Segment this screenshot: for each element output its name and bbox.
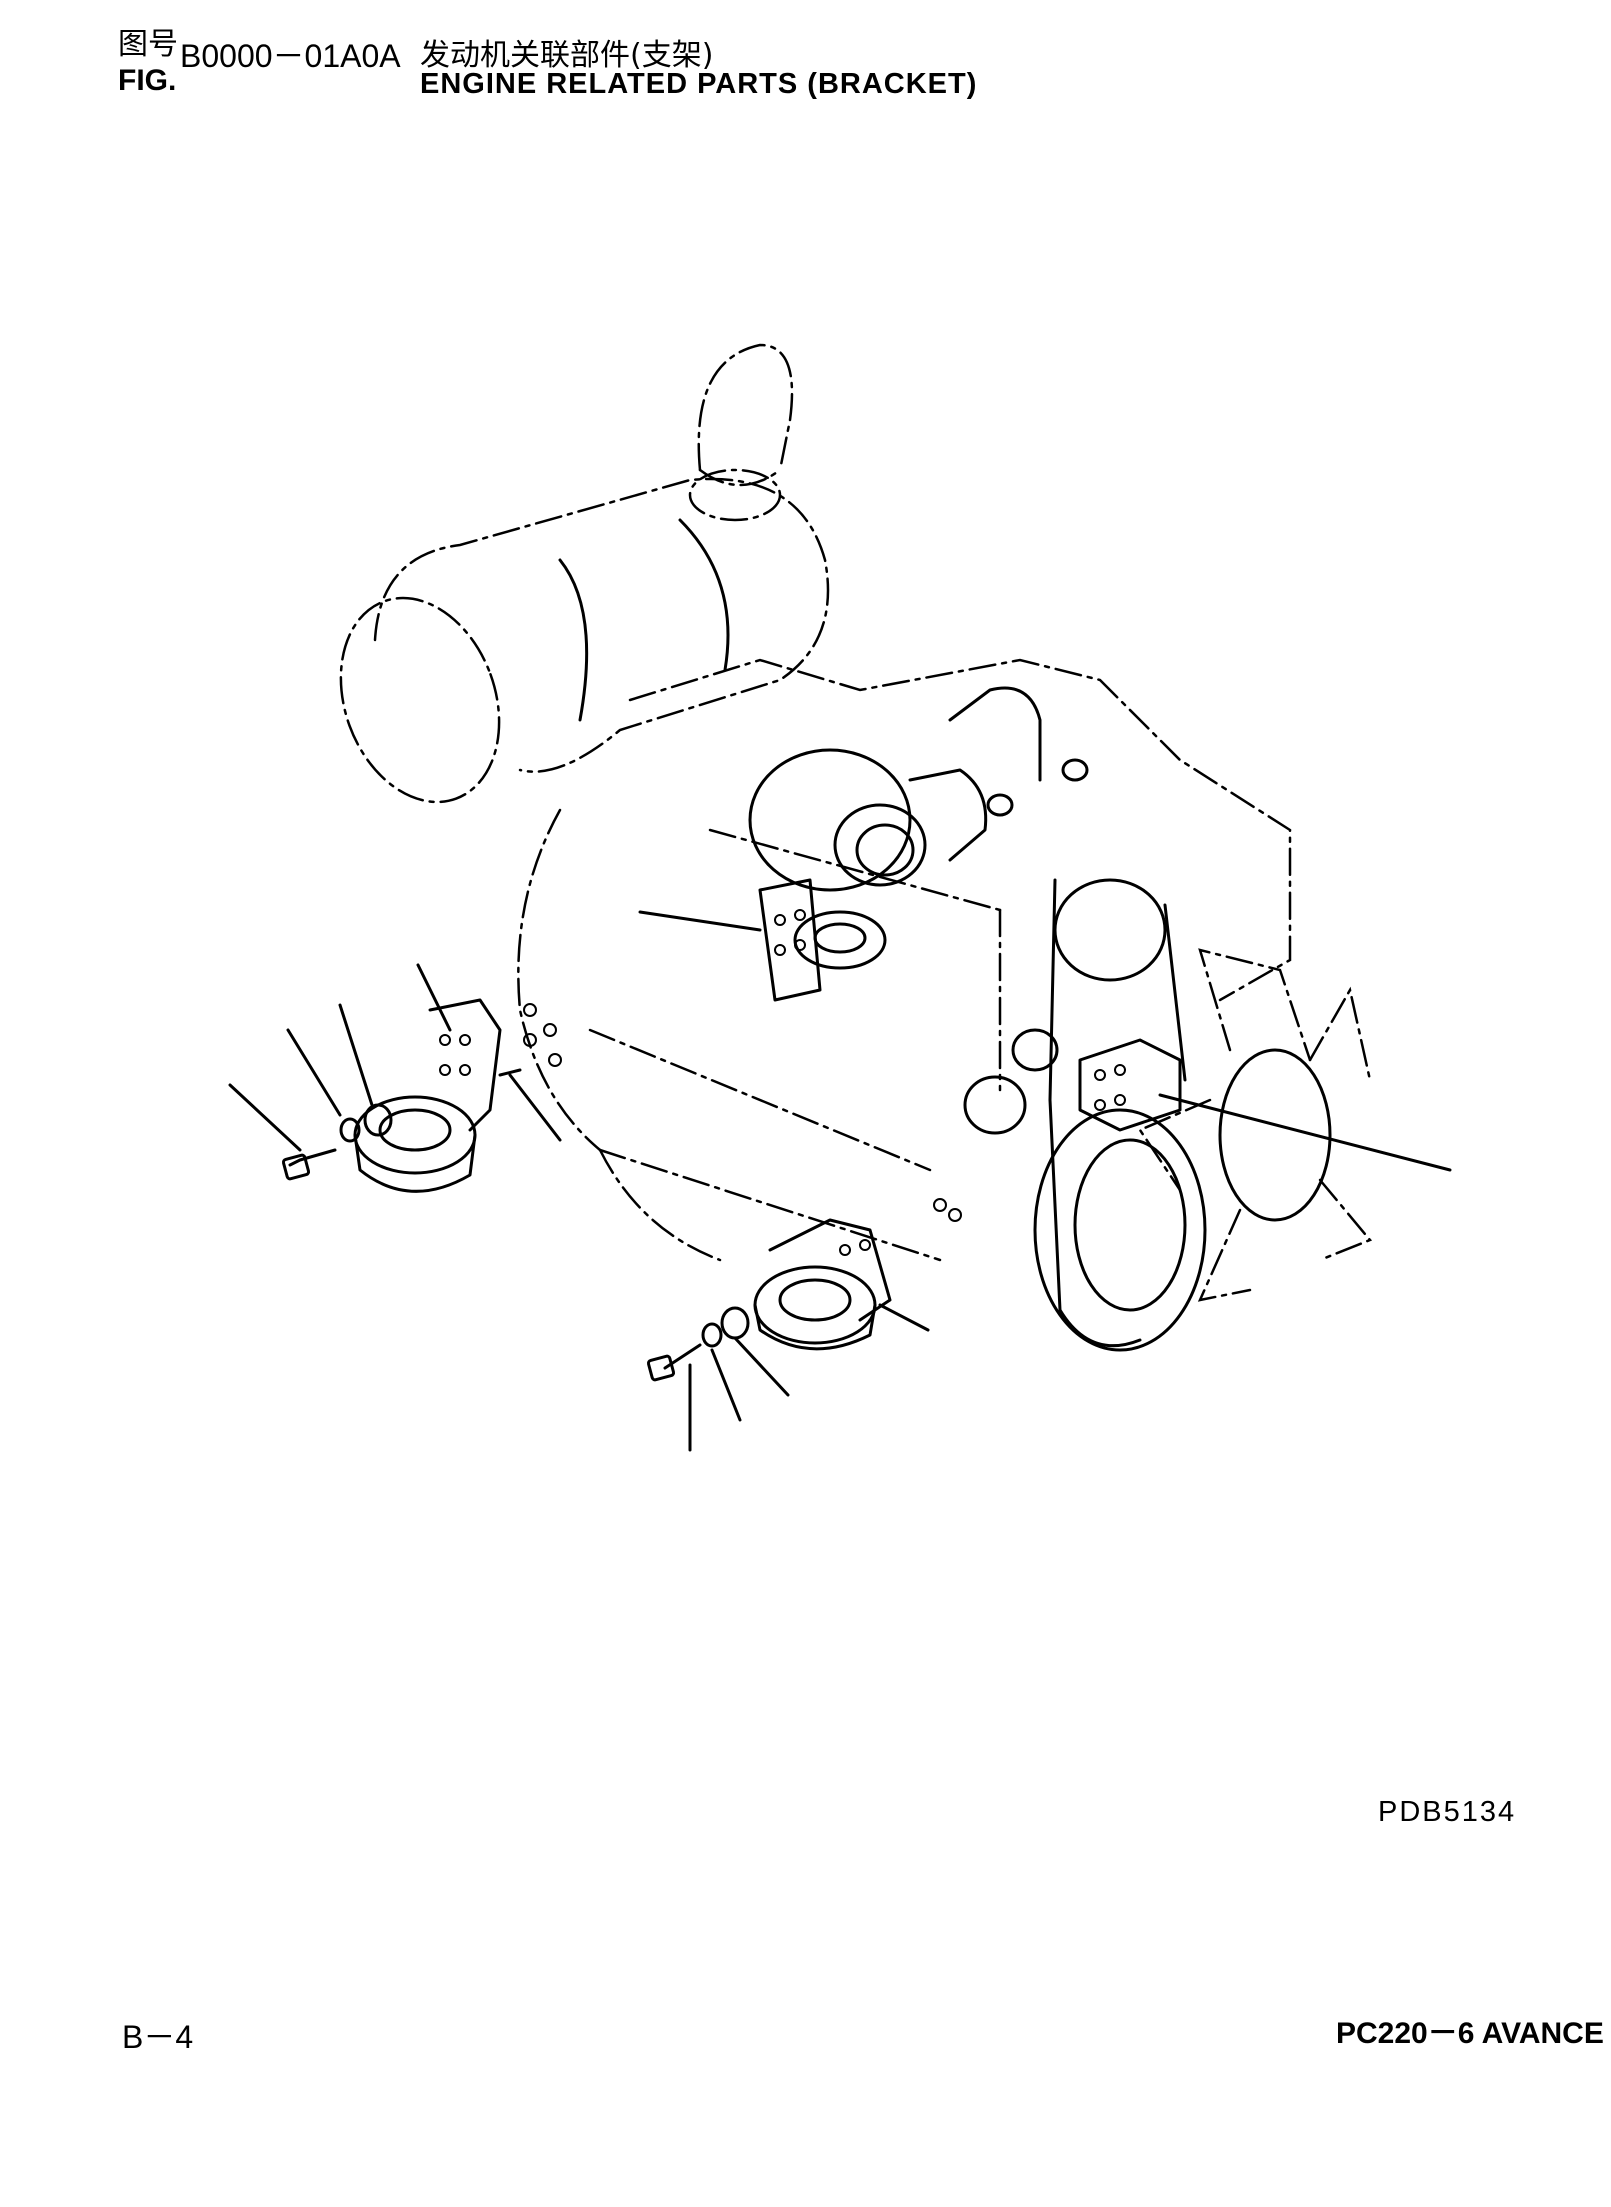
lower-bracket [753, 1198, 962, 1351]
lower-fasteners [646, 1306, 750, 1382]
cooling-fan [1138, 948, 1373, 1302]
drawing-code: PDB5134 [1378, 1796, 1517, 1828]
title-english: ENGINE RELATED PARTS (BRACKET) [420, 68, 978, 100]
engine-block [517, 658, 1292, 1262]
front-pulleys [963, 878, 1207, 1352]
fig-label-en: FIG. [118, 64, 177, 97]
turbocharger [748, 748, 988, 892]
fan-side-bracket [1078, 1038, 1182, 1132]
block-mount-holes [498, 1003, 562, 1077]
upper-bracket-mounted [758, 878, 887, 1002]
page-number: B－4 [122, 2019, 194, 2055]
machine-model: PC220－6 AVANCE [1336, 2017, 1604, 2050]
cylinder-head [948, 686, 1089, 817]
exhaust-elbow [688, 343, 794, 522]
title-chinese: 发动机关联部件(支架) [420, 38, 714, 73]
leader-lines [228, 910, 1452, 1452]
fig-number: B0000－01A0A [180, 38, 401, 74]
muffler [339, 477, 830, 804]
left-fasteners [281, 1103, 393, 1181]
fig-label-cn: 图号 [118, 27, 178, 62]
left-bracket [353, 998, 502, 1193]
